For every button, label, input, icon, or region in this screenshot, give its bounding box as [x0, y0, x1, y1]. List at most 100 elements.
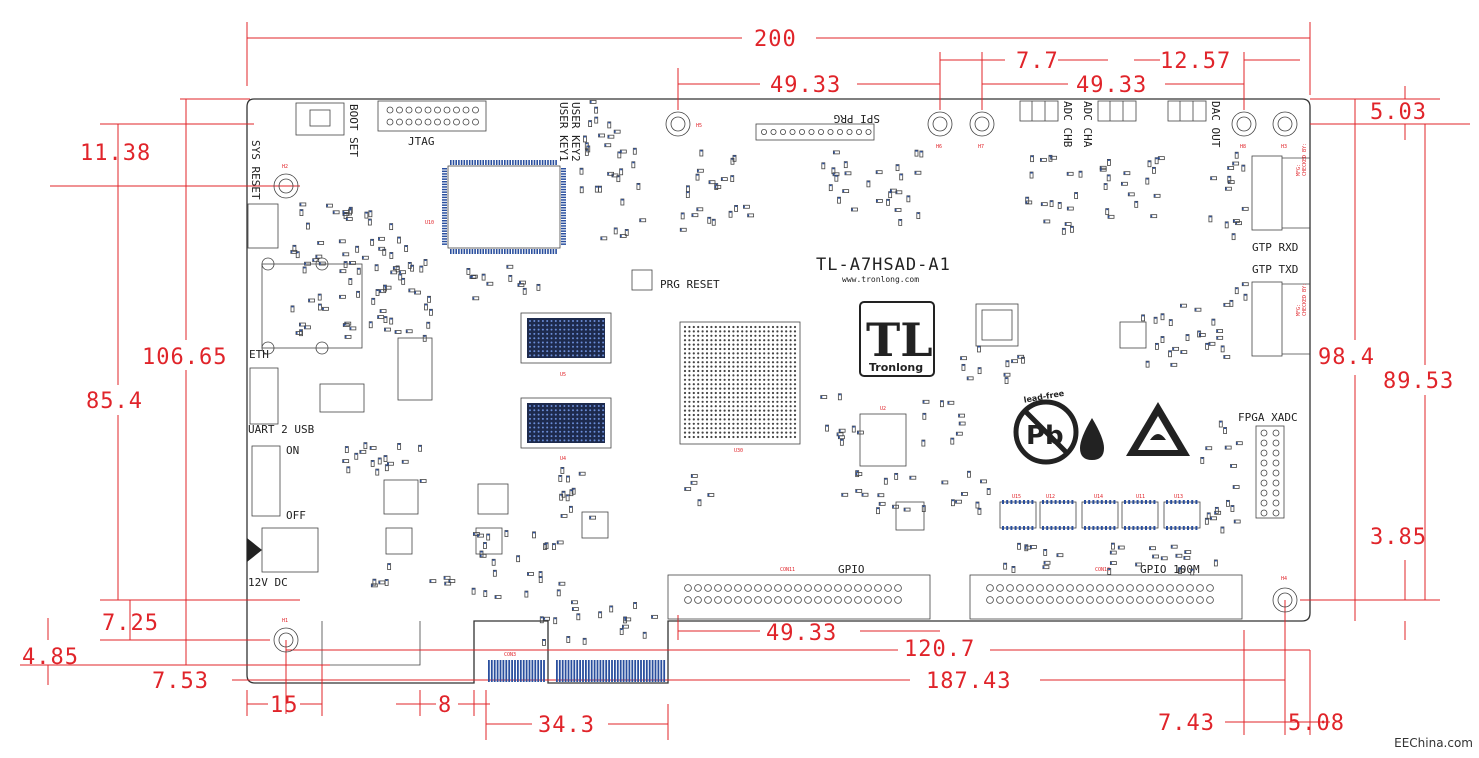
bga-ball	[701, 391, 704, 395]
ddr-ball	[554, 328, 557, 331]
gpio-pin	[814, 584, 822, 592]
pad	[621, 199, 624, 201]
bga-ball	[705, 431, 709, 434]
pad	[1100, 168, 1102, 171]
bga-ball	[793, 422, 797, 425]
bga-ball	[723, 405, 726, 408]
pad	[1172, 347, 1175, 350]
ddr-ball	[597, 439, 600, 442]
bga-ball	[763, 365, 766, 368]
ddr-ball	[572, 350, 574, 353]
bga-ball	[732, 369, 735, 373]
bga-ball	[736, 343, 739, 346]
pad	[1182, 526, 1185, 530]
pad	[539, 571, 542, 574]
ddr-ball	[533, 354, 536, 357]
bga-ball	[692, 334, 695, 337]
pad	[1150, 215, 1153, 218]
svg-text:CON3: CON3	[504, 652, 516, 658]
edge-finger	[590, 660, 593, 682]
ddr-ball	[550, 409, 553, 412]
ddr-ball	[554, 413, 557, 416]
edge-finger	[614, 660, 616, 682]
edge-finger	[631, 660, 634, 682]
bga-ball	[789, 369, 792, 373]
bga-ball	[763, 334, 766, 337]
pad	[378, 457, 381, 460]
bga-ball	[776, 400, 779, 403]
bga-ball	[793, 413, 797, 417]
pad	[541, 249, 544, 254]
bga-ball	[758, 383, 761, 386]
bga-ball	[780, 339, 783, 342]
bga-ball	[785, 391, 788, 395]
bga-ball	[789, 339, 792, 342]
edge-finger	[567, 660, 570, 682]
bga-ball	[771, 391, 775, 395]
gpio-pin	[1166, 596, 1174, 604]
dim-7-25: 7.25	[102, 611, 159, 636]
website: www.tronlong.com	[842, 275, 919, 284]
pad	[312, 259, 315, 262]
bga-ball	[732, 413, 735, 417]
pad	[525, 591, 528, 593]
pad	[1121, 182, 1123, 185]
pad	[442, 220, 447, 222]
pad	[339, 270, 342, 273]
pad	[408, 262, 411, 264]
pad	[543, 617, 546, 620]
inductor-l4	[581, 511, 609, 539]
pad	[349, 208, 352, 211]
pad	[587, 145, 590, 148]
bga-ball	[780, 361, 783, 364]
pad	[1191, 500, 1194, 504]
pad	[922, 400, 925, 403]
bga-ball	[705, 400, 709, 403]
pad	[525, 160, 528, 165]
xadc-pin	[1260, 509, 1268, 517]
ddr-ball	[589, 337, 592, 340]
pad	[520, 160, 522, 165]
bga-ball	[771, 418, 775, 421]
xadc-pin	[1260, 439, 1268, 447]
bga-ball	[767, 405, 770, 408]
svg-text:H5: H5	[696, 123, 702, 129]
gpio-pin	[714, 596, 722, 604]
ddr-ball	[597, 422, 600, 425]
bga-ball	[754, 391, 757, 395]
bga-ball	[749, 365, 753, 368]
bga-ball	[767, 339, 770, 342]
bga-ball	[705, 339, 709, 342]
bga-ball	[692, 409, 695, 412]
bga-ball	[745, 422, 748, 425]
pad	[560, 494, 563, 496]
bga-ball	[758, 405, 761, 408]
bga-ball	[732, 396, 735, 399]
ddr-ball	[597, 435, 600, 438]
ddr-ball	[580, 439, 583, 442]
pad	[342, 213, 345, 216]
bga-ball	[697, 352, 700, 355]
edge-finger	[605, 660, 608, 682]
pad	[1210, 177, 1213, 180]
pad	[479, 249, 482, 254]
chip-u18	[975, 303, 1019, 347]
pad	[976, 502, 979, 504]
bga-ball	[683, 387, 687, 390]
pad	[978, 367, 981, 370]
bga-ball	[727, 400, 731, 403]
pad	[1152, 167, 1155, 169]
bga-ball	[692, 413, 695, 417]
ddr-ball	[546, 345, 549, 348]
bga-ball	[793, 339, 797, 342]
bga-ball	[710, 343, 713, 346]
ddr-ball	[546, 328, 549, 331]
gpio-pin	[1016, 596, 1024, 604]
bga-ball	[732, 361, 735, 364]
gpio-pin	[764, 596, 772, 604]
ddr-ball	[550, 332, 553, 335]
jtag-pin	[472, 118, 479, 126]
bga-ball	[745, 387, 748, 390]
gpio-pin	[1166, 584, 1174, 592]
